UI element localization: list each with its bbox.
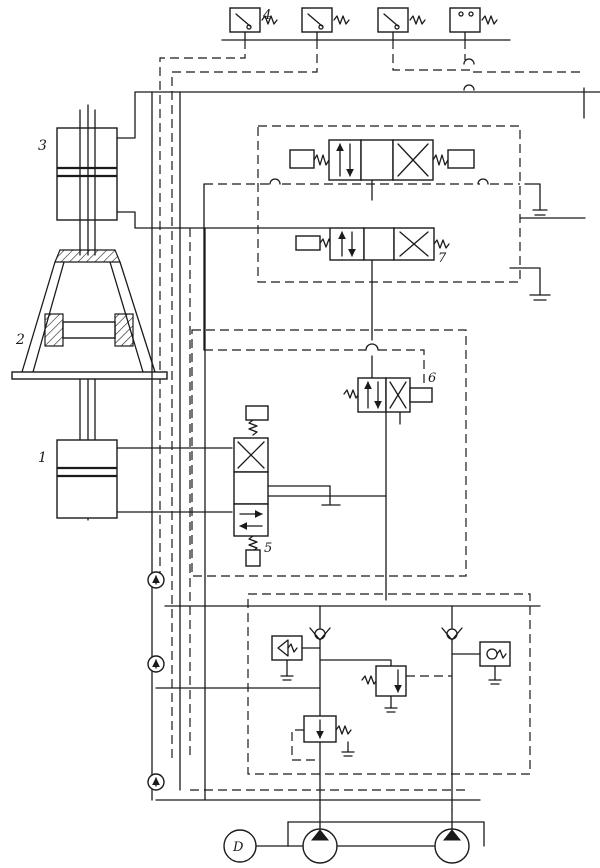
- cylinder-1: 1: [38, 378, 118, 521]
- press-frame: 2: [11, 249, 168, 380]
- relief-valve-right: [479, 641, 511, 685]
- relief-valve-left: [271, 635, 303, 681]
- solenoid-valve-6: 6: [343, 371, 436, 413]
- limit-switch: [229, 7, 278, 41]
- pressure-gauge-icon: [147, 655, 165, 673]
- check-valve-left: [309, 605, 331, 641]
- limit-switch-group: 4: [221, 7, 511, 41]
- solenoid-valve-7: 7: [295, 227, 450, 266]
- valve-6-label: 6: [428, 371, 436, 386]
- sequence-valve: [361, 665, 407, 713]
- pressure-gauge-icon: [147, 571, 165, 589]
- cylinder-3: 3: [38, 104, 118, 256]
- hydraulic-pump-icon: [434, 828, 470, 864]
- motor: D: [223, 829, 257, 863]
- limit-switch: [301, 7, 350, 41]
- pressure-gauge-icon: [147, 773, 165, 791]
- valve-5-label: 5: [264, 541, 272, 556]
- valve-7-label: 7: [438, 251, 447, 266]
- cylinder-3-label: 3: [38, 138, 47, 154]
- limit-switch: [449, 7, 498, 41]
- solenoid-valve-upper: [289, 139, 475, 181]
- relief-valve-lower: [303, 715, 355, 757]
- hydraulic-pump-icon: [302, 828, 338, 864]
- motor-label: D: [232, 840, 244, 855]
- valve-5: 5: [233, 405, 272, 567]
- check-valve-right: [441, 605, 463, 641]
- limit-switch: [377, 7, 426, 41]
- press-frame-label: 2: [15, 332, 25, 348]
- limit-switch-label: 4: [262, 8, 271, 23]
- cylinder-1-label: 1: [38, 450, 47, 466]
